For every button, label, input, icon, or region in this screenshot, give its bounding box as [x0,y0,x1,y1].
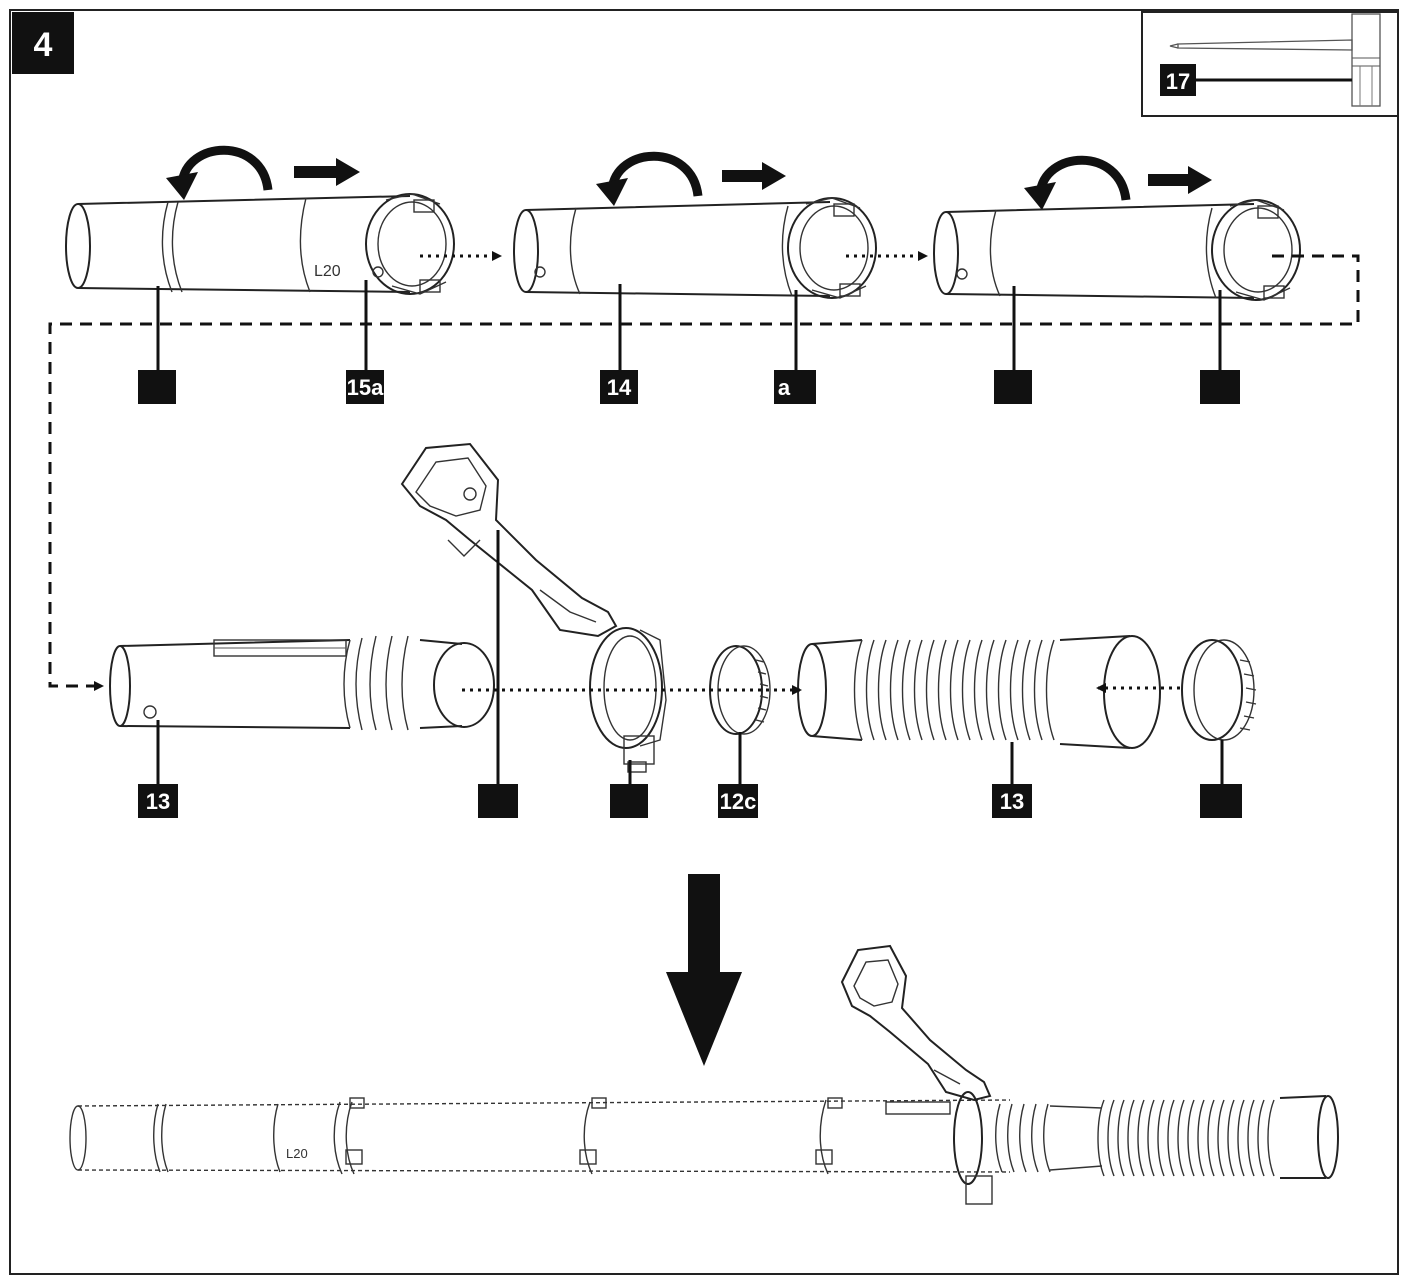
svg-text:a: a [778,375,791,400]
tool-inset: 17 [1141,11,1399,117]
blower-tube-2 [513,197,877,299]
label-bellows: 13 [992,784,1032,818]
label-clamp-small: 12c [718,784,758,818]
result-arrow-icon [666,874,742,1066]
tube-marking: L20 [314,263,341,280]
connecting-tube [109,635,495,731]
svg-text:12c: 12c [720,789,757,814]
figure-number-badge: 4 [12,12,74,74]
label-tool: 17 [1166,69,1190,94]
svg-text:13: 13 [146,789,170,814]
figure-number: 4 [34,26,53,64]
label-clamp-end [1200,784,1242,818]
svg-text:15a: 15a [347,375,384,400]
rotate-arrow-icon [1024,155,1131,210]
blower-tube-1: L20 [65,193,455,295]
assembled-tube-marking: L20 [286,1146,308,1161]
figure-frame [9,9,1399,1275]
push-arrow-icon [722,162,786,190]
wrench-handle-icon [1351,13,1381,107]
label-handle [478,784,518,818]
label-pipe-top-3 [994,370,1032,404]
handle [400,442,618,638]
label-handle-clamp [610,784,648,818]
svg-text:13: 13 [1000,789,1024,814]
label-clip-top-2: a [774,370,816,404]
blower-tube-3 [933,199,1301,301]
label-clip-top-1: 15a [346,370,384,404]
label-pipe-top-2: 14 [600,370,638,404]
push-arrow-icon [1148,166,1212,194]
push-arrow-icon [294,158,360,186]
rotate-arrow-icon [166,145,273,200]
hose-clamp-end [1181,639,1257,741]
wrench-tip-icon [1169,43,1179,49]
assembly-flow-dashed-line [48,254,1360,691]
bellows-hose [797,635,1161,749]
label-clip-top-3 [1200,370,1240,404]
label-pipe-mid: 13 [138,784,178,818]
svg-text:14: 14 [607,375,632,400]
assembled-handle [840,944,992,1102]
handle-clamp [589,627,667,773]
rotate-arrow-icon [596,151,703,206]
assembled-blower-tube: L20 [69,1091,1339,1205]
label-pipe-top-1 [138,370,176,404]
